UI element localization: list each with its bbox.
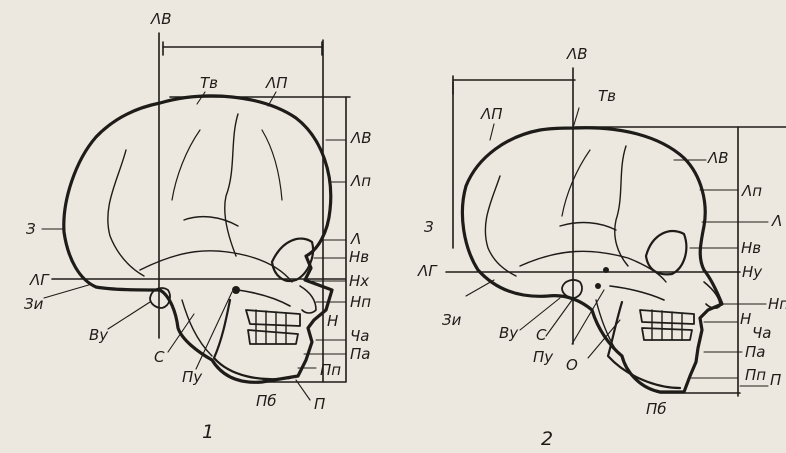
fig2-label-lp-right: Λп (741, 182, 762, 200)
fig2-label-p: П (770, 371, 781, 389)
fig2-ear-opening (562, 280, 582, 298)
figure-1: ΛВ Тв ΛП ΛВ Λп З Λ Нв ΛГ Нх Зи Нп Ву Н Ч… (24, 10, 372, 443)
fig1-upper-teeth (246, 310, 300, 326)
fig1-lambdoid-suture (108, 150, 144, 276)
fig2-upper-teeth (640, 310, 694, 324)
fig2-label-zi: Зи (442, 311, 462, 329)
fig2-lower-teeth (642, 328, 692, 340)
fig1-number: 1 (202, 421, 214, 443)
fig2-label-l: Λ (771, 212, 782, 230)
fig1-label-np: Нп (350, 293, 371, 311)
fig2-label-tv: Тв (598, 87, 616, 105)
fig1-label-lv-top: ΛВ (150, 10, 172, 28)
fig1-label-pp: Пп (320, 361, 341, 379)
fig1-label-lp-right: Λп (350, 172, 371, 190)
fig2-label-nu: Ну (742, 263, 763, 281)
fig2-label-cha: Ча (752, 324, 771, 342)
fig1-label-s: С (154, 348, 165, 366)
fig2-label-n: Н (740, 310, 751, 328)
fig1-coronal-suture (225, 114, 238, 256)
fig1-label-cha: Ча (350, 327, 369, 345)
fig2-label-lg: ΛГ (417, 262, 438, 280)
fig1-label-lv-right: ΛВ (350, 129, 372, 147)
fig1-label-lg: ΛГ (29, 271, 50, 289)
fig2-zygomatic-arch (610, 286, 664, 300)
fig1-label-zi: Зи (24, 295, 44, 313)
fig1-squamosal-suture (140, 251, 292, 282)
fig2-label-pp: Пп (745, 366, 766, 384)
fig1-label-z: З (26, 220, 36, 238)
fig1-label-l: Λ (350, 230, 361, 248)
fig1-labels: ΛВ Тв ΛП ΛВ Λп З Λ Нв ΛГ Нх Зи Нп Ву Н Ч… (24, 10, 372, 443)
fig2-mandible (608, 302, 680, 388)
fig2-label-vu: Ву (499, 324, 519, 342)
fig1-label-lp-top: ΛП (265, 74, 288, 92)
fig2-label-np: Нп (768, 295, 786, 313)
fig1-label-p: П (314, 395, 325, 413)
fig2-squamosal-suture (520, 251, 666, 282)
fig2-label-s: С (536, 326, 547, 344)
fig2-label-lp-top: ΛП (480, 105, 503, 123)
fig1-zygomatic-arch (238, 290, 290, 306)
fig1-label-tv: Тв (200, 74, 218, 92)
fig1-label-n: Н (327, 312, 338, 330)
fig2-label-pb: Пб (646, 400, 667, 418)
fig2-label-pu: Пу (533, 348, 554, 366)
fig2-label-o: О (566, 356, 578, 374)
fig2-lambdoid-suture (485, 176, 516, 276)
fig2-label-nv: Нв (741, 239, 761, 257)
fig2-label-pa: Па (745, 343, 765, 361)
fig1-label-nx: Нх (349, 272, 369, 290)
fig1-label-vu: Ву (89, 326, 109, 344)
fig2-label-lv-right: ΛВ (707, 149, 729, 167)
fig2-label-lv-top: ΛВ (566, 45, 588, 63)
fig1-label-nv: Нв (349, 248, 369, 266)
fig1-nasal (300, 286, 316, 313)
fig1-label-pa: Па (350, 345, 370, 363)
fig2-orbit (646, 231, 686, 274)
fig2-number: 2 (541, 428, 553, 450)
fig1-label-pb: Пб (256, 392, 277, 410)
figure-2: ΛВ Тв ΛП ΛВ З Λп Λ Нв ΛГ Ну Зи Нп Ву С Н… (417, 45, 786, 450)
fig1-label-pu: Пу (182, 368, 203, 386)
fig2-coronal-suture (615, 146, 628, 266)
fig2-label-z: З (424, 218, 434, 236)
